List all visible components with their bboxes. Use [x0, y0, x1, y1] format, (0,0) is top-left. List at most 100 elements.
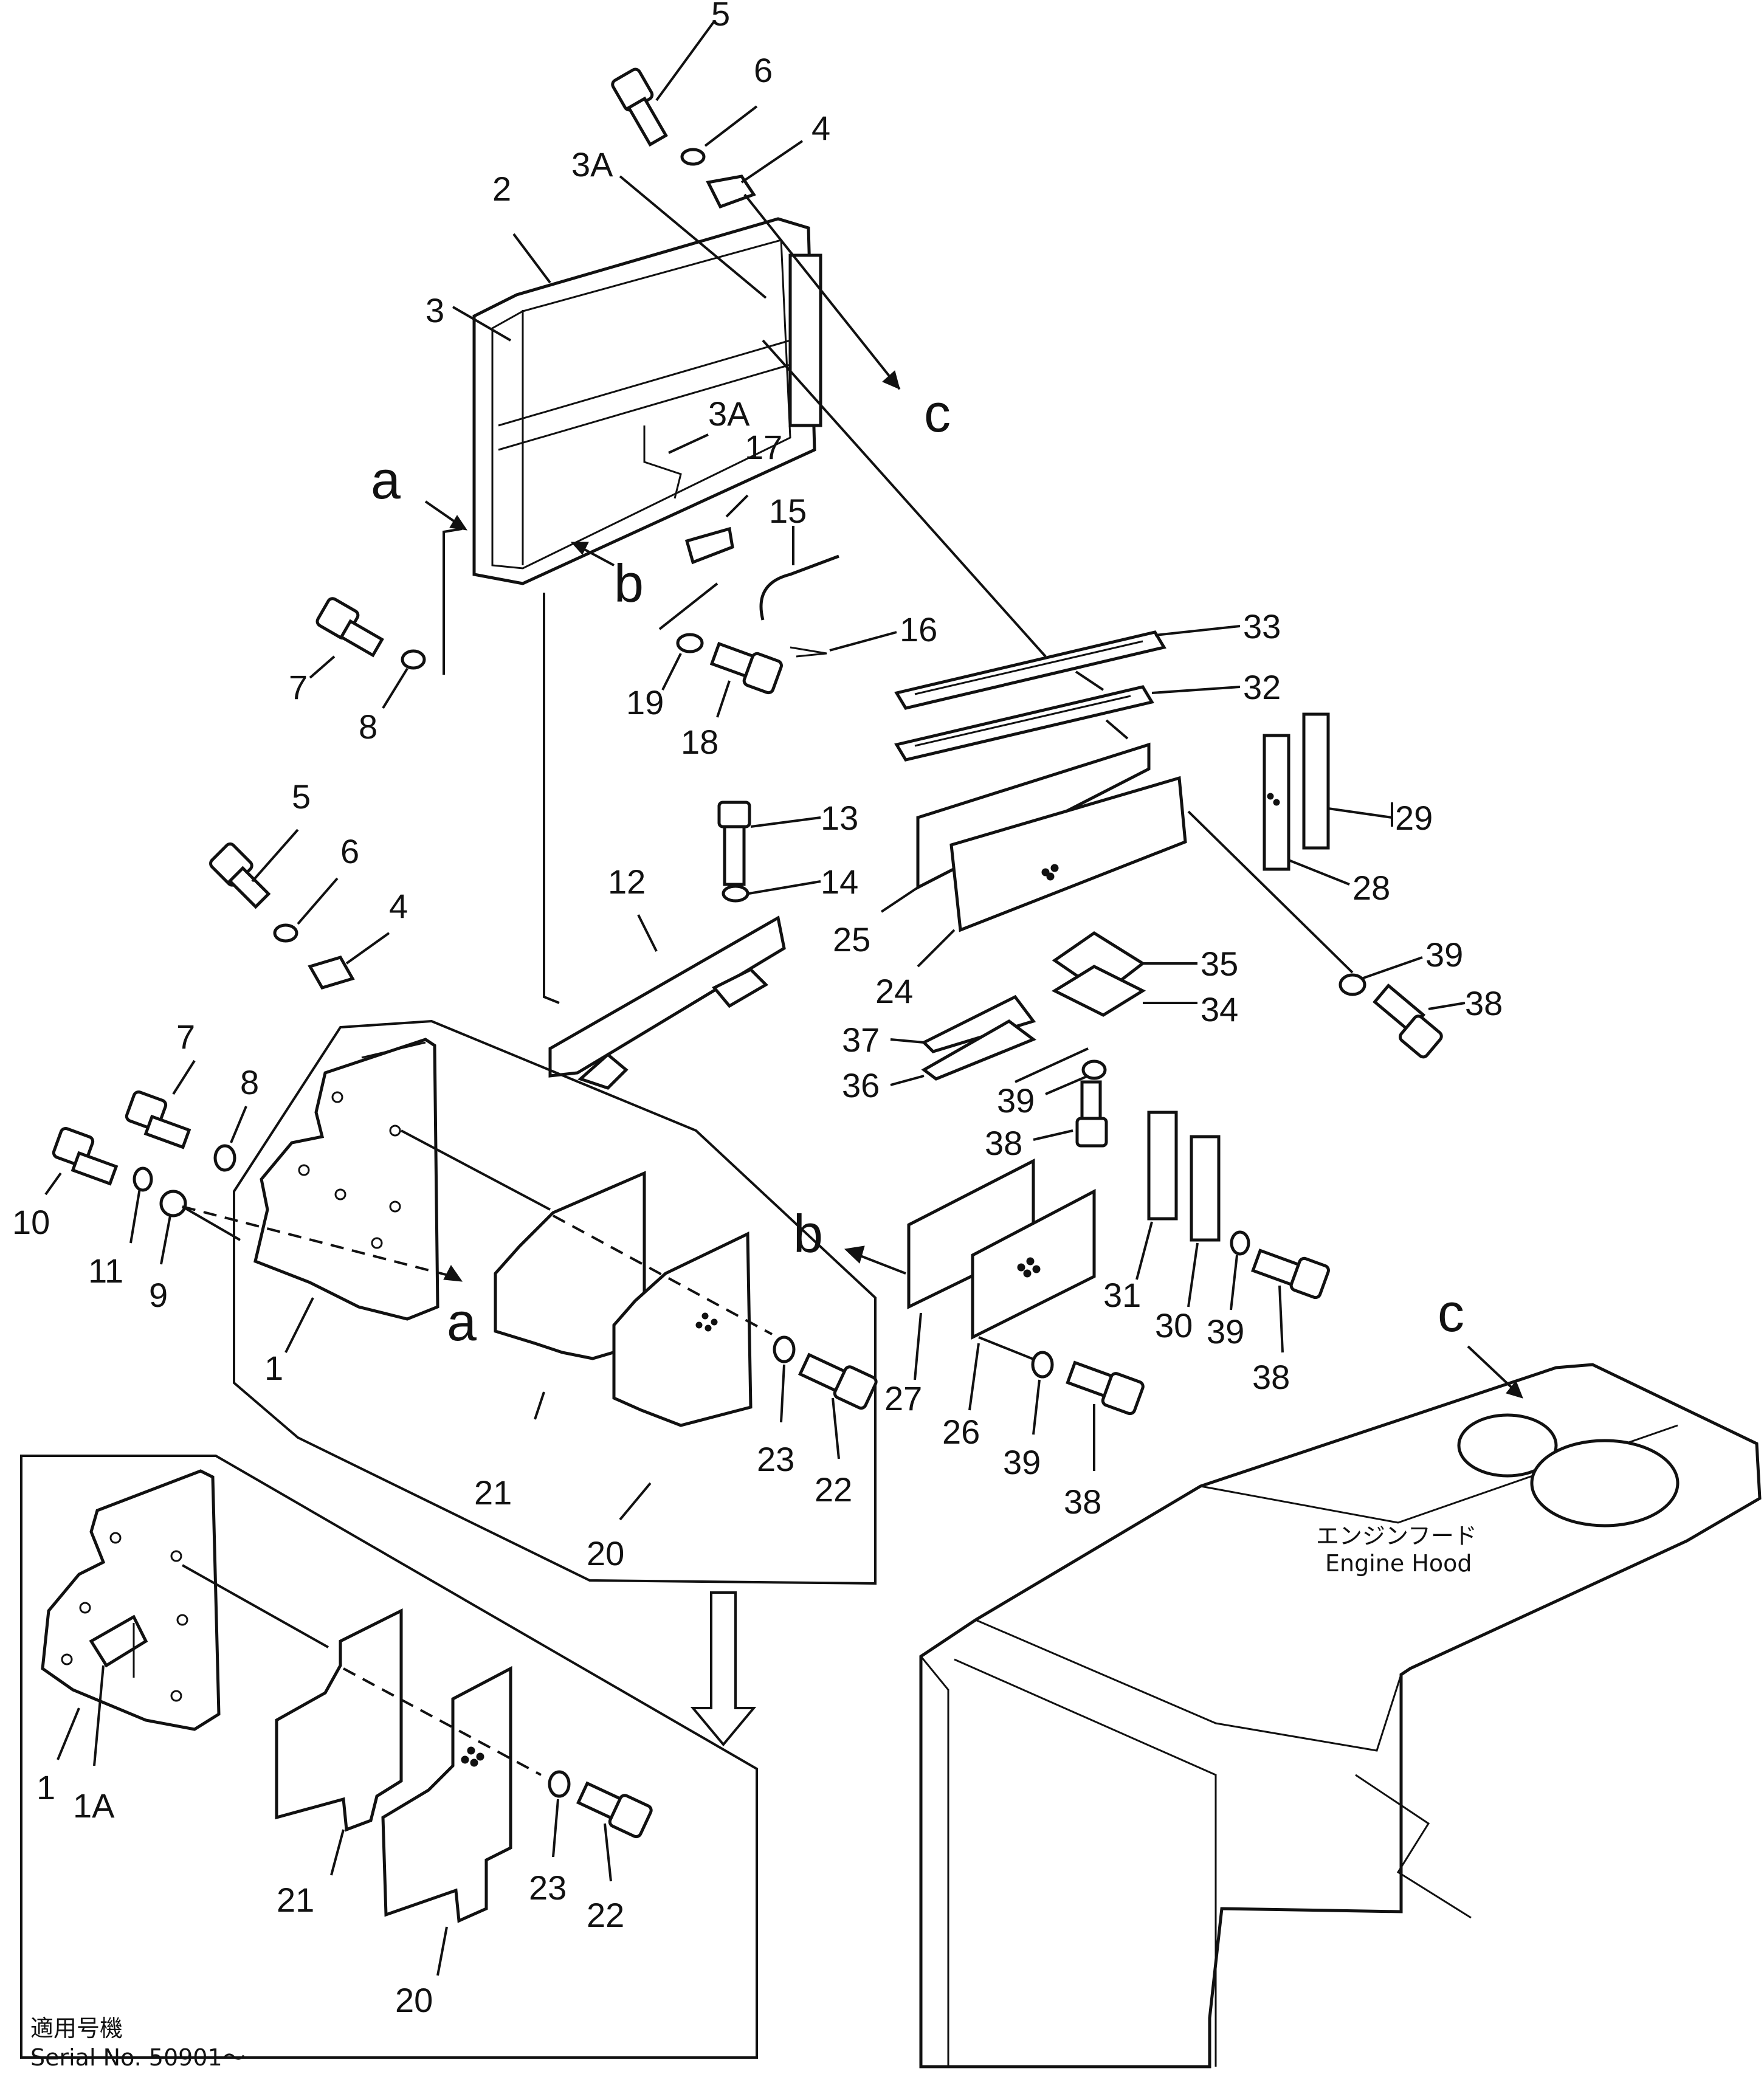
label-6-top: 6: [754, 51, 773, 89]
label-9: 9: [149, 1276, 168, 1314]
label-38-b-lower: 38: [1064, 1483, 1101, 1521]
bracket-17: [684, 526, 734, 565]
label-24: 24: [875, 972, 913, 1010]
panel-1-mid: [253, 1038, 439, 1321]
label-31: 31: [1103, 1276, 1141, 1314]
washer-8-upper: [401, 649, 426, 670]
label-10: 10: [12, 1203, 50, 1241]
bolt-22-lower: [576, 1781, 653, 1839]
plate-26: [971, 1188, 1096, 1340]
label-25: 25: [833, 920, 870, 959]
label-8-mid: 8: [240, 1063, 259, 1101]
panel-1-lower: [41, 1469, 221, 1731]
label-33: 33: [1243, 607, 1281, 646]
engine-hood: [919, 1363, 1762, 2068]
washer-23-mid: [773, 1335, 796, 1363]
label-3: 3: [425, 291, 444, 329]
label-18: 18: [681, 723, 718, 761]
label-22-mid: 22: [815, 1470, 852, 1509]
washer-23-lower: [548, 1770, 571, 1798]
label-c-arrow: c: [924, 383, 951, 443]
label-15: 15: [769, 492, 807, 530]
label-37: 37: [842, 1021, 880, 1059]
washer-39-center: [1081, 1059, 1107, 1080]
label-21-mid: 21: [474, 1473, 512, 1512]
washer-39-right: [1339, 973, 1366, 996]
label-1-mid: 1: [264, 1349, 283, 1387]
hood-note-jp: エンジンフード: [1316, 1523, 1477, 1549]
label-8-upper: 8: [359, 708, 377, 746]
label-17: 17: [745, 428, 782, 466]
label-6-mid: 6: [340, 832, 359, 870]
washer-39-b-right: [1230, 1230, 1250, 1256]
strap-29: [1302, 712, 1330, 850]
label-12: 12: [608, 863, 646, 901]
wedge-37: [921, 994, 1036, 1053]
nut-9: [159, 1190, 187, 1218]
bolt-38-b-right: [1251, 1249, 1330, 1300]
bolt-7-upper: [315, 597, 384, 658]
label-39-b-right: 39: [1207, 1312, 1244, 1351]
label-30: 30: [1155, 1306, 1193, 1345]
clip-4-top: [706, 174, 756, 209]
bolt-10: [52, 1127, 119, 1186]
bracket-12: [548, 915, 786, 1078]
label-28: 28: [1352, 869, 1390, 907]
label-21-lower: 21: [277, 1881, 314, 1919]
washer-11: [133, 1166, 153, 1192]
label-19: 19: [626, 683, 664, 722]
label-23-lower: 23: [529, 1869, 567, 1907]
bolt-22-mid: [798, 1352, 878, 1410]
bolt-7-mid: [125, 1090, 191, 1149]
washer-39-b-lower: [1031, 1351, 1054, 1379]
rod-15: [759, 554, 839, 621]
bolt-5-mid: [209, 842, 271, 909]
label-26: 26: [942, 1413, 980, 1451]
plate-20-lower: [381, 1665, 512, 1923]
bracket-31: [1147, 1111, 1178, 1221]
plate-24: [949, 776, 1187, 932]
label-4-top: 4: [811, 109, 830, 147]
plate-21-lower: [275, 1608, 403, 1832]
label-b-mid: b: [793, 1204, 823, 1264]
bracket-30: [1190, 1135, 1221, 1242]
label-34: 34: [1201, 990, 1238, 1028]
label-39-right: 39: [1425, 935, 1463, 974]
washer-8-mid: [213, 1144, 236, 1172]
label-3A-top: 3A: [571, 145, 613, 184]
label-7-upper: 7: [289, 668, 308, 706]
serial-note-en: Serial No. 50901～: [30, 2044, 246, 2071]
label-2: 2: [492, 170, 511, 208]
washer-19: [676, 633, 704, 653]
detail-box-lower: [20, 1455, 758, 2059]
label-4-mid: 4: [389, 887, 408, 925]
label-3A-mid: 3A: [708, 394, 750, 433]
label-38-right: 38: [1465, 984, 1503, 1022]
down-arrow: [690, 1591, 757, 1747]
label-39-b-lower: 39: [1003, 1443, 1041, 1481]
washer-14: [722, 884, 749, 903]
label-5-mid: 5: [292, 777, 311, 816]
label-11: 11: [88, 1252, 123, 1290]
label-36: 36: [842, 1066, 880, 1104]
label-a-mid: a: [447, 1292, 477, 1352]
label-20-lower: 20: [395, 1981, 433, 2019]
label-13: 13: [821, 799, 858, 837]
label-a-top: a: [371, 450, 401, 510]
gasket-34: [1051, 965, 1146, 1017]
label-23-mid: 23: [757, 1440, 794, 1478]
label-27: 27: [884, 1379, 922, 1417]
label-38-b-right: 38: [1252, 1358, 1290, 1396]
label-c-hood: c: [1438, 1283, 1464, 1343]
serial-note-jp: 適用号機: [30, 2015, 123, 2042]
label-1-lower: 1: [36, 1768, 55, 1807]
label-35: 35: [1201, 945, 1238, 983]
label-29: 29: [1395, 799, 1433, 837]
label-32: 32: [1243, 668, 1281, 706]
bolt-38-b-lower: [1066, 1360, 1145, 1416]
wedge-36: [921, 1019, 1037, 1081]
plate-20-mid: [612, 1231, 753, 1427]
clip-4-mid: [308, 956, 355, 990]
